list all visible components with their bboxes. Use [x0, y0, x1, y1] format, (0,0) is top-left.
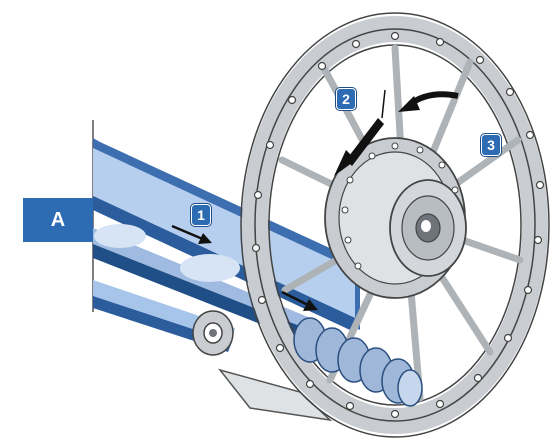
- small-roller: [192, 310, 234, 356]
- arrow-icon: [334, 118, 384, 176]
- base-bracket: [217, 368, 333, 422]
- blue-roller: [293, 317, 423, 407]
- step-badge-1: 1: [191, 204, 211, 226]
- rim-bolts: [251, 31, 545, 419]
- step-badge-2: 2: [336, 88, 356, 110]
- arrow-icon: [281, 290, 318, 311]
- wheel-hub: [324, 137, 467, 299]
- view-label: A: [23, 198, 93, 242]
- step-badge-3: 3: [481, 134, 501, 156]
- arrow-icon: [171, 224, 212, 244]
- rotate-arrow-icon: [398, 91, 459, 112]
- pointer-line: [381, 89, 386, 119]
